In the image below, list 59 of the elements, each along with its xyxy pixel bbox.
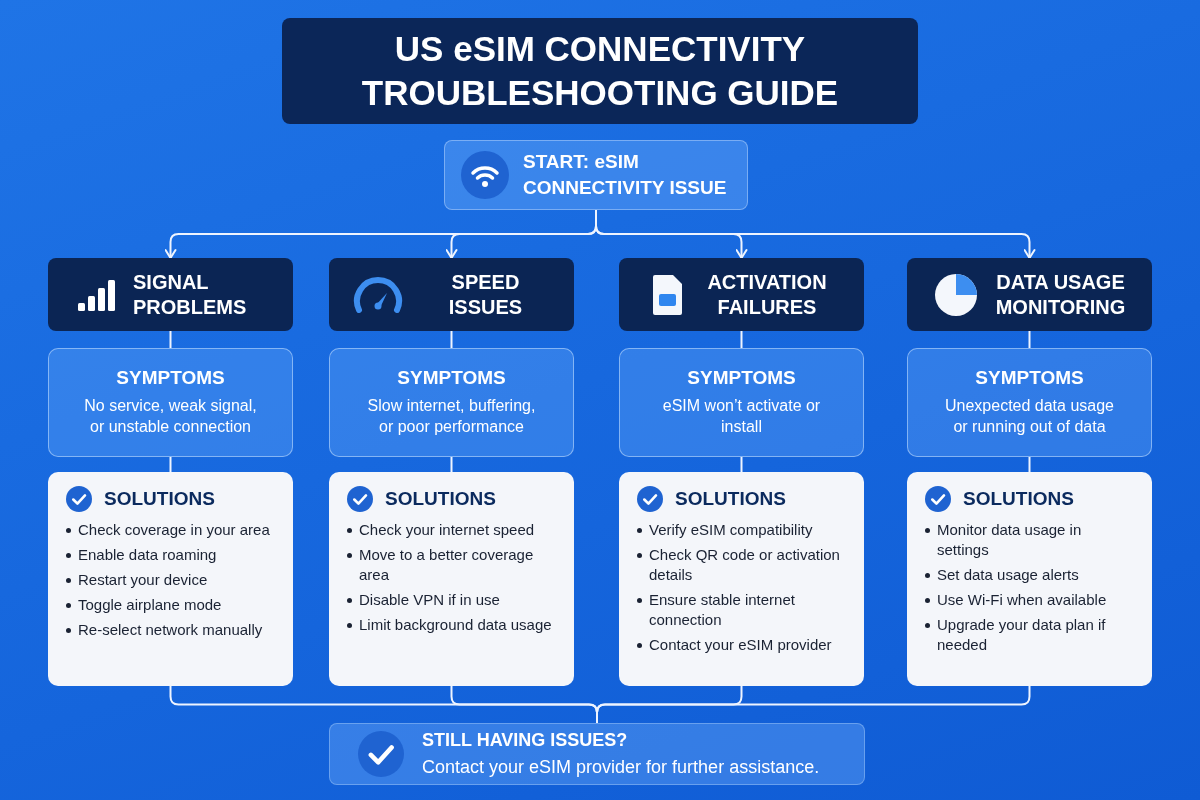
category-header bbox=[619, 258, 864, 331]
bullet-item: Monitor data usage in settings bbox=[937, 521, 1082, 558]
result-text: Contact your eSIM provider for further assistance. bbox=[422, 757, 820, 778]
connector-line bbox=[169, 330, 172, 349]
bullet-item: Check coverage in your area bbox=[78, 521, 270, 538]
bullet-item: Use Wi-Fi when available bbox=[937, 591, 1107, 608]
bullet-item: Limit background data usage bbox=[359, 616, 552, 633]
category-title: DATA USAGE MONITORING bbox=[995, 269, 1126, 320]
bullet-item: Move to a better coverage area bbox=[359, 546, 534, 583]
symptoms-panel bbox=[329, 348, 574, 457]
title-text: US eSIM CONNECTIVITY TROUBLESHOOTING GUIDE bbox=[360, 28, 840, 114]
bullet-item: Toggle airplane mode bbox=[78, 596, 222, 613]
result-box bbox=[329, 723, 865, 785]
connector-line bbox=[450, 456, 453, 473]
bullet-item: Upgrade your data plan if needed bbox=[937, 616, 1106, 653]
category-title: SIGNAL PROBLEMS bbox=[133, 269, 248, 320]
solutions-card bbox=[619, 472, 864, 686]
solutions-card bbox=[329, 472, 574, 686]
connector-line bbox=[740, 456, 743, 473]
bullet-item: Re-select network manually bbox=[78, 621, 263, 638]
bullet-item: Ensure stable internet connection bbox=[649, 591, 795, 628]
bullet-item: Check QR code or activation details bbox=[649, 546, 840, 583]
bullet-item: Disable VPN if in use bbox=[359, 591, 500, 608]
category-title: SPEED ISSUES bbox=[447, 269, 524, 320]
solutions-card bbox=[48, 472, 293, 686]
symptom-text: eSIM won’t activate or install bbox=[661, 396, 822, 437]
symptom-text: No service, weak signal, or unstable connection bbox=[83, 396, 258, 437]
bullet-item: Enable data roaming bbox=[78, 546, 217, 563]
card-heading: SOLUTIONS bbox=[963, 488, 1074, 510]
category-header bbox=[907, 258, 1152, 331]
start-box bbox=[444, 140, 748, 210]
bullet-item: Set data usage alerts bbox=[937, 566, 1079, 583]
category-header bbox=[48, 258, 293, 331]
bullet-item: Check your internet speed bbox=[359, 521, 535, 538]
card-heading: SOLUTIONS bbox=[675, 488, 786, 510]
bullet-item: Verify eSIM compatibility bbox=[649, 521, 813, 538]
connector-line bbox=[450, 330, 453, 349]
bullet-item: Contact your eSIM provider bbox=[649, 636, 832, 653]
panel-heading: SYMPTOMS bbox=[115, 367, 226, 389]
connector-line bbox=[1028, 330, 1031, 349]
connector-line bbox=[169, 456, 172, 473]
card-heading: SOLUTIONS bbox=[385, 488, 496, 510]
category-title: ACTIVATION FAILURES bbox=[706, 269, 828, 320]
panel-heading: SYMPTOMS bbox=[974, 367, 1085, 389]
start-label: START: eSIM CONNECTIVITY ISSUE bbox=[523, 150, 728, 200]
symptom-text: Slow internet, buffering, or poor performance bbox=[366, 396, 537, 437]
panel-heading: SYMPTOMS bbox=[686, 367, 797, 389]
symptoms-panel bbox=[907, 348, 1152, 457]
symptoms-panel bbox=[619, 348, 864, 457]
card-heading: SOLUTIONS bbox=[104, 488, 215, 510]
symptoms-panel bbox=[48, 348, 293, 457]
connector-line bbox=[1028, 456, 1031, 473]
bullet-item: Restart your device bbox=[78, 571, 208, 588]
connector-line bbox=[740, 330, 743, 349]
solutions-card bbox=[907, 472, 1152, 686]
panel-heading: SYMPTOMS bbox=[396, 367, 507, 389]
category-header bbox=[329, 258, 574, 331]
result-heading: STILL HAVING ISSUES? bbox=[422, 730, 629, 751]
symptom-text: Unexpected data usage or running out of data bbox=[944, 396, 1115, 437]
